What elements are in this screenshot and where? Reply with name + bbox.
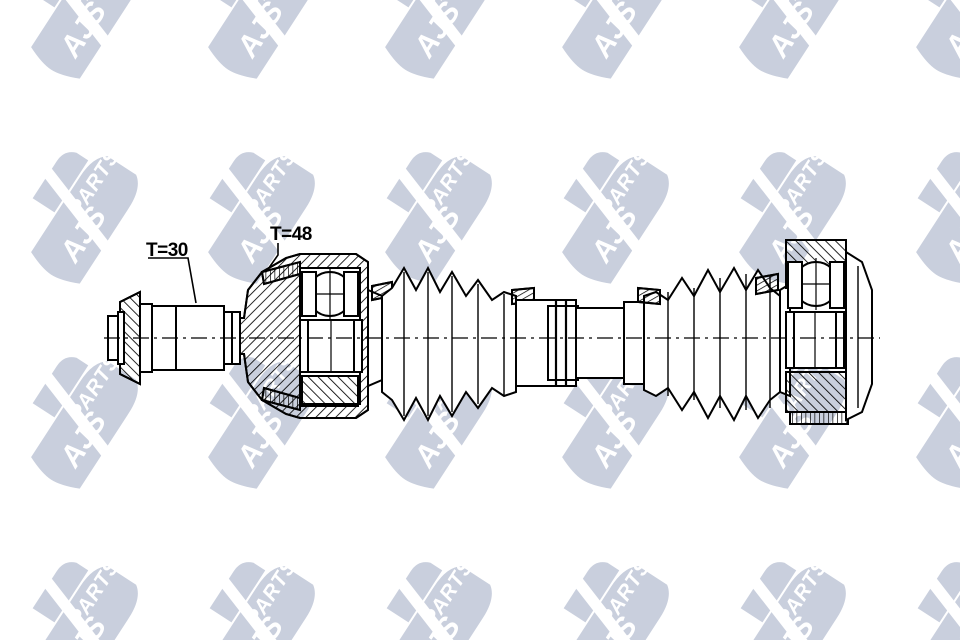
intermediate-shaft: [515, 299, 645, 387]
outer-cv-joint-housing: [239, 253, 393, 419]
label-inner-spline-count: T=48: [270, 224, 312, 245]
leader-line-outer-spline: [148, 257, 197, 304]
label-outer-spline-count: T=30: [146, 240, 188, 261]
inner-boot-bellows: [637, 265, 781, 423]
inner-tripod-joint: [779, 239, 873, 425]
outer-boot-bellows: [381, 265, 535, 423]
